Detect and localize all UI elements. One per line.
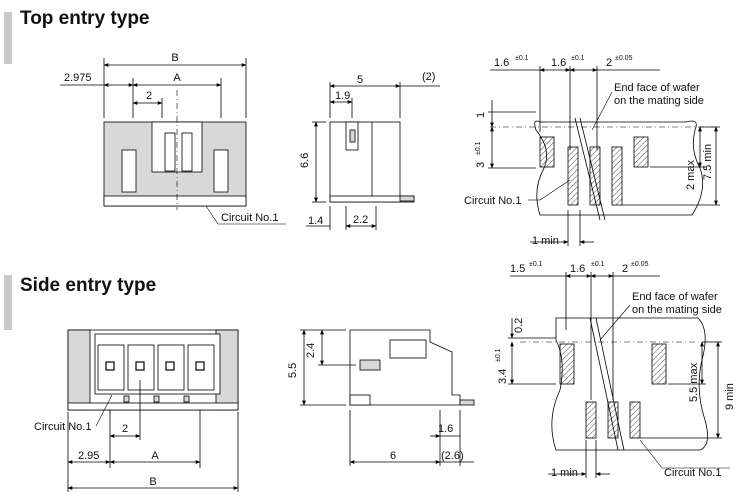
side-front-tail-2 [153, 395, 160, 403]
top-side-body [329, 121, 401, 203]
side-front-cavity-1 [97, 344, 125, 391]
side-pcb-dim-55max: 5.5 max [688, 362, 700, 402]
top-side-pin [349, 129, 356, 143]
top-pcb-layout [488, 66, 720, 246]
side-side-dim-55: 5.5 [287, 363, 299, 378]
side-front-pin-2 [135, 361, 145, 371]
top-front-dim-offset: 2.975 [64, 72, 92, 84]
side-section-title: Side entry type [20, 275, 157, 296]
top-pcb-dim-75min: 7.5 min [702, 144, 714, 180]
side-pcb-pitch2: 1.6 [570, 263, 585, 275]
side-front-dim-offset: 2.95 [78, 450, 99, 462]
top-front-view [60, 58, 286, 225]
side-pcb-hole-1 [585, 401, 597, 439]
side-pcb-tol-34: ±0.1 [495, 348, 502, 362]
side-pcb-pad-2 [651, 343, 667, 385]
side-front-pin-1 [105, 361, 115, 371]
top-pcb-pitch2: 1.6 [551, 57, 566, 69]
top-section-title: Top entry type [20, 8, 150, 29]
side-pcb-wafer-note-2: on the mating side [632, 304, 722, 316]
top-front-pin-2 [181, 132, 193, 172]
top-pcb-tol3: ±0.05 [615, 55, 633, 62]
side-pcb-dim-02: 0.2 [513, 318, 525, 333]
side-pcb-tol1: ±0.1 [529, 261, 543, 268]
side-pcb-dim-34: 3.4 [497, 369, 509, 384]
top-front-slot-left [121, 149, 137, 193]
side-side-tail [459, 399, 475, 406]
side-side-dim-6: 6 [390, 450, 396, 462]
side-front-circuit-label: Circuit No.1 [34, 421, 91, 433]
top-pcb-dim-3: 3 [475, 162, 487, 168]
side-section-bar [4, 275, 12, 330]
top-pcb-wafer-note-1: End face of wafer [614, 82, 700, 94]
side-pcb-pitch3: 2 [622, 263, 628, 275]
side-pcb-pad-1 [559, 343, 575, 385]
side-front-cavity-3 [157, 344, 185, 391]
side-front-base [67, 402, 239, 411]
side-pcb-tol2: ±0.1 [591, 261, 605, 268]
top-side-dim-left: 1.4 [308, 215, 323, 227]
top-pcb-pad-2 [633, 136, 649, 168]
side-side-dim-24: 2.4 [305, 343, 317, 358]
side-front-cavity-2 [127, 344, 155, 391]
top-front-dim-pitch: 2 [146, 90, 152, 102]
top-side-view [306, 82, 440, 230]
top-section-bar [4, 12, 12, 64]
side-pcb-wafer-note-1: End face of wafer [632, 291, 718, 303]
top-side-dim-width: 5 [357, 74, 363, 86]
top-side-dim-top: 1.9 [335, 90, 350, 102]
side-pcb-layout [508, 272, 730, 478]
top-pcb-hole-3 [611, 146, 623, 206]
side-front-view [67, 329, 239, 492]
side-side-foot [349, 394, 371, 406]
side-pcb-dim-1min: 1 min [551, 467, 578, 479]
side-front-pin-3 [165, 361, 175, 371]
top-front-base [103, 195, 247, 207]
top-pcb-tol-3: ±0.1 [475, 141, 482, 155]
top-pcb-circuit-label: Circuit No.1 [464, 195, 521, 207]
side-pcb-tol3: ±0.05 [631, 261, 649, 268]
top-side-dim-foot: 2.2 [353, 214, 368, 226]
side-front-dim-a: A [151, 450, 159, 462]
side-front-cavity-4 [187, 344, 215, 391]
top-pcb-tol2: ±0.1 [571, 55, 585, 62]
side-front-tail-3 [183, 395, 190, 403]
top-side-tail [399, 195, 415, 202]
side-side-pin [359, 359, 381, 371]
side-pcb-dim-9min: 9 min [724, 383, 736, 410]
side-front-tail-1 [123, 395, 130, 403]
top-pcb-pitch3: 2 [606, 57, 612, 69]
side-front-dim-pitch: 2 [122, 423, 128, 435]
top-pcb-pad-1 [539, 136, 555, 168]
side-side-body [349, 329, 461, 406]
top-pcb-dim-1min: 1 min [532, 235, 559, 247]
side-pcb-hole-3 [629, 401, 641, 439]
top-pcb-hole-2 [589, 146, 601, 206]
side-pcb-hole-2 [607, 401, 619, 439]
top-front-circuit-label: Circuit No.1 [221, 212, 278, 224]
top-pcb-wafer-note-2: on the mating side [614, 95, 704, 107]
side-side-view [300, 329, 475, 466]
top-pcb-pitch1: 1.6 [494, 57, 509, 69]
top-front-dim-a: A [173, 72, 181, 84]
side-pcb-circuit-label: Circuit No.1 [664, 467, 721, 479]
top-pcb-dim-2max: 2 max [685, 160, 697, 190]
top-front-slot-right [213, 149, 229, 193]
top-side-dim-height: 6.6 [299, 153, 311, 168]
side-front-pin-4 [195, 361, 205, 371]
top-pcb-tol1: ±0.1 [515, 55, 529, 62]
top-front-dim-b: B [171, 52, 178, 64]
side-side-window [389, 339, 427, 359]
side-side-dim-16: 1.6 [438, 423, 453, 435]
side-pcb-pitch1: 1.5 [510, 263, 525, 275]
top-pcb-hole-1 [567, 146, 579, 206]
top-side-dim-ref: (2) [422, 71, 435, 83]
top-front-pin-1 [164, 132, 176, 172]
side-front-left-wall [67, 329, 91, 411]
side-side-dim-ref: (2.6) [441, 450, 464, 462]
top-pcb-dim-1: 1 [475, 112, 487, 118]
side-front-dim-b: B [149, 476, 156, 488]
